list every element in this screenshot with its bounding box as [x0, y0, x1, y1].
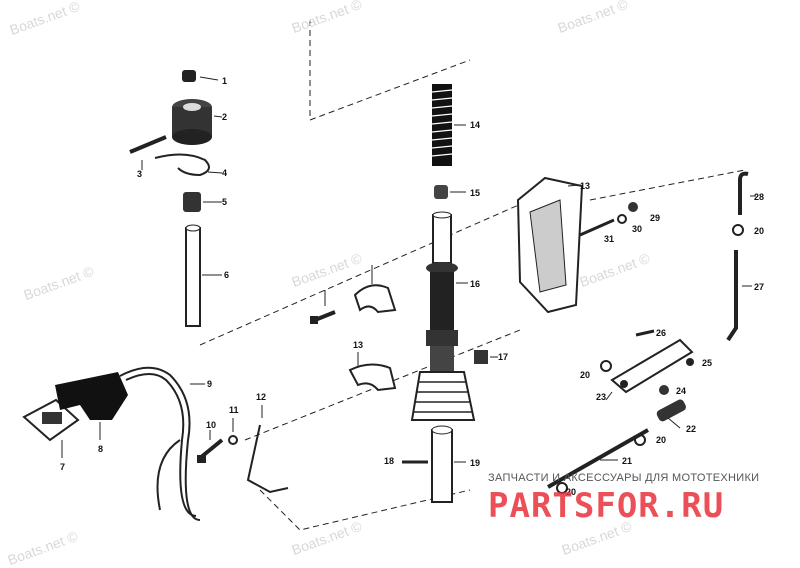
part-31-stud — [579, 218, 615, 237]
bellows-boot — [410, 371, 476, 421]
part-6-shaft — [185, 224, 222, 327]
part-19-tube — [431, 425, 466, 503]
callout-4: 4 — [222, 168, 227, 178]
banner-tagline: ЗАПЧАСТИ И АКСЕССУАРЫ ДЛЯ МОТОТЕХНИКИ — [488, 472, 760, 484]
banner-logo: PARTSFOR.RU — [488, 486, 725, 526]
part-5-coupler — [183, 192, 222, 212]
callout-5: 5 — [222, 197, 227, 207]
part-9-cable — [119, 366, 205, 521]
callout-19: 19 — [470, 458, 480, 468]
callout-22: 22 — [686, 424, 696, 434]
callout-30: 30 — [632, 224, 642, 234]
callout-2: 2 — [222, 112, 227, 122]
callout-13-bracket: 13 — [580, 181, 590, 191]
callout-17: 17 — [498, 352, 508, 362]
callout-26: 26 — [656, 328, 666, 338]
callout-9: 9 — [207, 379, 212, 389]
callout-23: 23 — [596, 392, 606, 402]
part-27-l-rod — [726, 250, 752, 342]
callout-14: 14 — [470, 120, 480, 130]
callout-20-left: 20 — [580, 370, 590, 380]
part-28-hook — [738, 171, 756, 215]
callout-21: 21 — [622, 456, 632, 466]
part-22-rod-end — [656, 399, 687, 429]
callout-16: 16 — [470, 279, 480, 289]
callout-15: 15 — [470, 188, 480, 198]
part-11-washer — [228, 418, 238, 445]
callout-12: 12 — [256, 392, 266, 402]
callout-7: 7 — [60, 462, 65, 472]
part-23-lever-arm — [605, 338, 694, 401]
part-25-bolt — [686, 358, 694, 366]
callout-18: 18 — [384, 456, 394, 466]
callout-29: 29 — [650, 213, 660, 223]
part-21-threaded-rod — [547, 428, 649, 489]
callout-10: 10 — [206, 420, 216, 430]
callout-28: 28 — [754, 192, 764, 202]
part-13-lower-clamp — [348, 352, 397, 392]
callout-31: 31 — [604, 234, 614, 244]
part-1-cap-screw — [182, 70, 219, 82]
part-20-washers — [556, 224, 744, 494]
callout-3: 3 — [137, 169, 142, 179]
part-7-bracket-plate — [22, 398, 80, 458]
part-30-washer — [617, 214, 627, 224]
part-15-nut — [434, 185, 466, 199]
part-4-spring-clip — [154, 153, 223, 177]
part-17-small-nut — [474, 350, 498, 364]
part-14-spring — [431, 84, 466, 166]
callout-20-bottom: 20 — [566, 487, 576, 497]
part-3-pin — [129, 135, 167, 170]
callout-labels: 1 2 3 4 5 6 7 8 9 10 11 12 13 13 14 15 1… — [60, 76, 764, 497]
clamp-bolt — [310, 290, 336, 324]
callout-13-clamp: 13 — [353, 340, 363, 350]
part-8-black-block — [55, 372, 128, 440]
part-16-shaft-assembly — [426, 211, 468, 372]
part-13-upper-clamp — [353, 265, 397, 314]
callout-24: 24 — [676, 386, 686, 396]
callout-27: 27 — [754, 282, 764, 292]
part-29-nut — [628, 202, 638, 212]
callout-6: 6 — [224, 270, 229, 280]
callout-20-top: 20 — [754, 226, 764, 236]
callout-25: 25 — [702, 358, 712, 368]
callout-1: 1 — [222, 76, 227, 86]
part-24-nut — [659, 385, 669, 395]
assembly-guide-lines — [199, 20, 746, 531]
callout-11: 11 — [229, 405, 239, 415]
part-2-gear-housing — [172, 99, 223, 145]
part-26-bolt — [635, 329, 655, 337]
part-10-bolt — [197, 430, 224, 463]
part-13-mounting-bracket — [516, 176, 584, 314]
callout-20-mid: 20 — [656, 435, 666, 445]
part-12-link-rod — [246, 405, 289, 494]
callout-8: 8 — [98, 444, 103, 454]
